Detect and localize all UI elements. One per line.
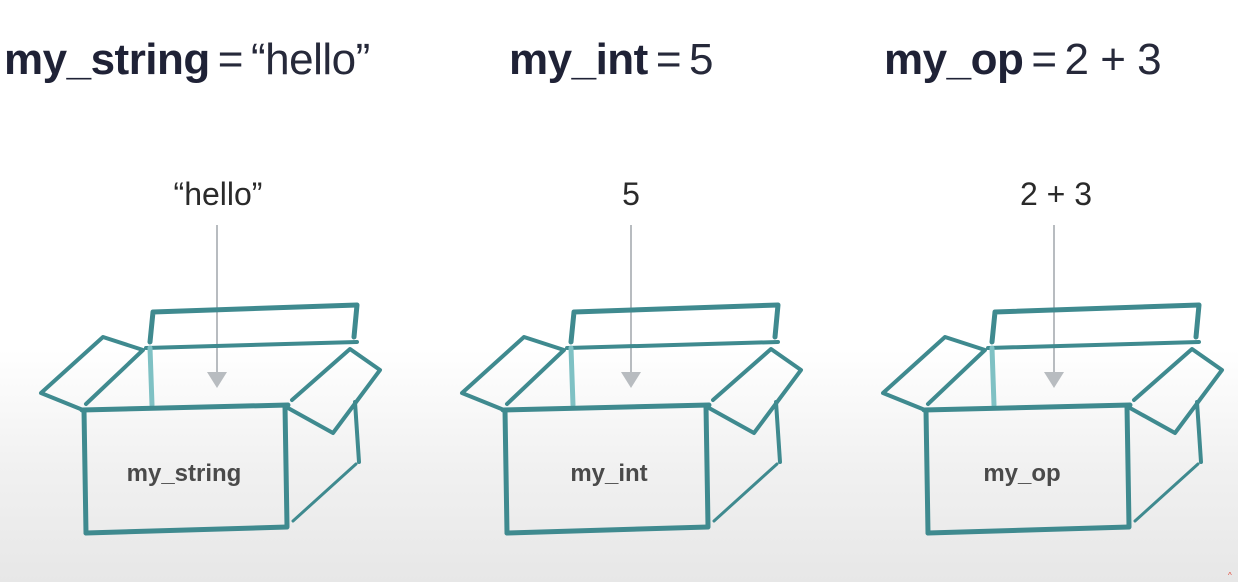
box-with-arrow-diagram [460, 225, 803, 536]
variable-name: my_string [4, 35, 210, 84]
box-label: my_int [570, 460, 648, 487]
assignment-operator: = [1031, 35, 1057, 84]
variable-panel-my-int: my_int=5 5 my_int [421, 0, 833, 582]
incoming-value-label: 5 [622, 176, 640, 212]
assigned-value: 5 [689, 35, 714, 84]
assigned-value: 2 + 3 [1064, 35, 1162, 84]
incoming-value-label: “hello” [173, 176, 263, 212]
assignment-statement: my_op=2 + 3 [884, 32, 1162, 88]
assignment-statement: my_string=“hello” [4, 32, 370, 88]
assignment-operator: = [655, 35, 682, 84]
box-label: my_op [983, 460, 1061, 487]
box-label: my_string [126, 460, 242, 487]
variable-name: my_op [884, 35, 1024, 84]
variable-panel-my-string: my_string=“hello” “hello” [0, 0, 412, 582]
down-arrow-icon [207, 225, 227, 388]
down-arrow-icon [1044, 225, 1064, 388]
corner-caret-icon: ^ [1228, 571, 1232, 580]
box-with-arrow-diagram [881, 225, 1224, 536]
assignment-statement: my_int=5 [509, 32, 714, 88]
variable-panel-my-op: my_op=2 + 3 2 + 3 my_op [842, 0, 1238, 582]
assigned-value: “hello” [251, 35, 370, 84]
incoming-value-label: 2 + 3 [1019, 176, 1093, 212]
open-cardboard-box-icon [39, 302, 382, 536]
variable-name: my_int [509, 35, 648, 84]
box-with-arrow-diagram [39, 225, 382, 536]
open-cardboard-box-icon [881, 302, 1224, 536]
down-arrow-icon [621, 225, 641, 388]
open-cardboard-box-icon [460, 302, 803, 536]
assignment-operator: = [217, 35, 244, 84]
